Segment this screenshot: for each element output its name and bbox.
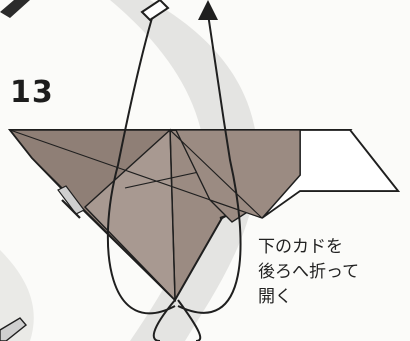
background-band-left	[0, 250, 34, 341]
crease-line	[169, 129, 263, 219]
previous-arrow-fragment	[0, 0, 30, 18]
step-number: 13	[10, 75, 54, 110]
arrowhead-icon	[198, 0, 218, 20]
instruction-text: 下のカドを 後ろへ折って 開く	[258, 235, 398, 310]
previous-arrowhead-outline	[140, 0, 170, 22]
crease-line	[31, 157, 176, 301]
instruction-line: 下のカドを	[258, 237, 343, 257]
instruction-line: 開く	[258, 287, 292, 307]
fold-back-arrow	[106, 17, 176, 315]
paper-right-wing-fill	[175, 129, 301, 219]
pleat-line	[61, 199, 81, 219]
crease-line	[169, 129, 176, 301]
instruction-line: 後ろへ折って	[258, 262, 360, 282]
fold-back-arrow-right	[177, 13, 242, 314]
paper-pleat	[57, 185, 85, 215]
previous-fragment-bottom	[0, 317, 28, 341]
background-band	[110, 0, 258, 341]
